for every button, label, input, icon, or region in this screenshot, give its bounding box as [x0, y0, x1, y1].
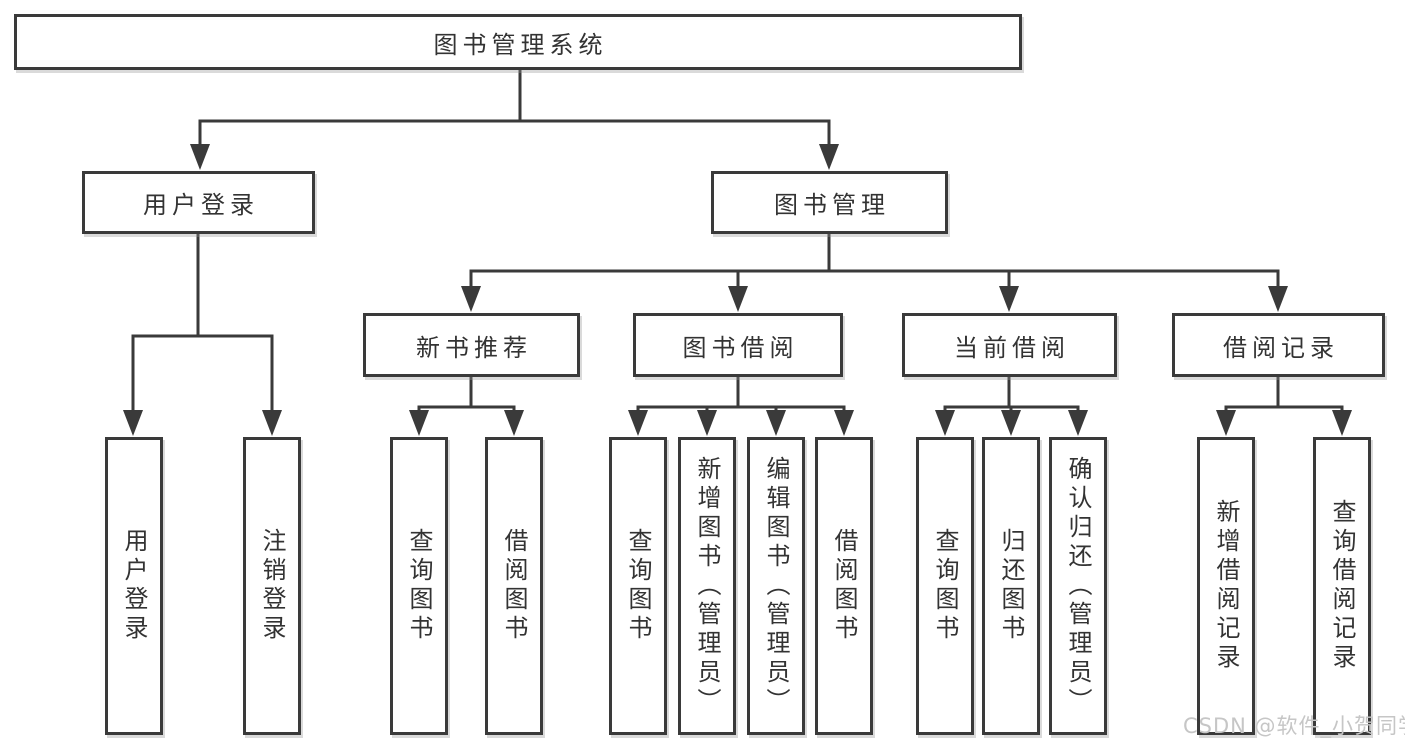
node-root-label: 图书管理系统 [433, 30, 608, 59]
node-book-management: 图书管理 [711, 171, 948, 234]
leaf-records-add-record: 新增借阅记录 [1197, 437, 1255, 735]
leaf-borrowing-query-books: 查询图书 [609, 437, 667, 735]
leaf-logout: 注销登录 [243, 437, 301, 735]
leaf-current-query-books-label: 查询图书 [931, 528, 959, 644]
leaf-borrowing-add-books: 新增图书（管理员） [678, 437, 736, 735]
node-book-borrowing-label: 图书借阅 [682, 333, 799, 362]
node-book-borrowing: 图书借阅 [633, 313, 843, 377]
node-user-login-label: 用户登录 [143, 191, 259, 219]
leaf-current-confirm-return: 确认归还（管理员） [1049, 437, 1107, 735]
leaf-borrowing-borrow-books: 借阅图书 [815, 437, 873, 735]
node-root: 图书管理系统 [14, 14, 1022, 70]
leaf-borrowing-edit-books: 编辑图书（管理员） [747, 437, 805, 735]
leaf-current-query-books: 查询图书 [916, 437, 974, 735]
leaf-current-return-books: 归还图书 [982, 437, 1040, 735]
leaf-recommend-query-books-label: 查询图书 [405, 528, 433, 644]
leaf-current-confirm-return-label: 确认归还（管理员） [1064, 455, 1092, 717]
node-current-borrowing: 当前借阅 [902, 313, 1117, 377]
node-new-book-recommendation: 新书推荐 [363, 313, 580, 377]
node-new-book-recommendation-label: 新书推荐 [416, 333, 532, 362]
leaf-borrowing-query-books-label: 查询图书 [624, 528, 652, 644]
leaf-records-query-record-label: 查询借阅记录 [1328, 499, 1356, 673]
node-current-borrowing-label: 当前借阅 [954, 333, 1070, 362]
leaf-records-add-record-label: 新增借阅记录 [1212, 499, 1240, 673]
leaf-recommend-borrow-books-label: 借阅图书 [500, 528, 528, 644]
leaf-current-return-books-label: 归还图书 [997, 528, 1025, 644]
leaf-records-query-record: 查询借阅记录 [1313, 437, 1371, 735]
leaf-borrowing-add-books-label: 新增图书（管理员） [693, 455, 721, 717]
node-user-login: 用户登录 [82, 171, 315, 234]
node-book-management-label: 图书管理 [774, 191, 890, 219]
leaf-recommend-query-books: 查询图书 [390, 437, 448, 735]
node-borrowing-records: 借阅记录 [1172, 313, 1385, 377]
leaf-recommend-borrow-books: 借阅图书 [485, 437, 543, 735]
leaf-borrowing-borrow-books-label: 借阅图书 [830, 528, 858, 644]
leaf-logout-label: 注销登录 [258, 528, 286, 644]
leaf-borrowing-edit-books-label: 编辑图书（管理员） [762, 455, 790, 717]
csdn-watermark: CSDN @软件_小贺同学 [1183, 714, 1405, 738]
leaf-user-login-label: 用户登录 [120, 528, 148, 644]
node-borrowing-records-label: 借阅记录 [1223, 333, 1339, 362]
leaf-user-login: 用户登录 [105, 437, 163, 735]
